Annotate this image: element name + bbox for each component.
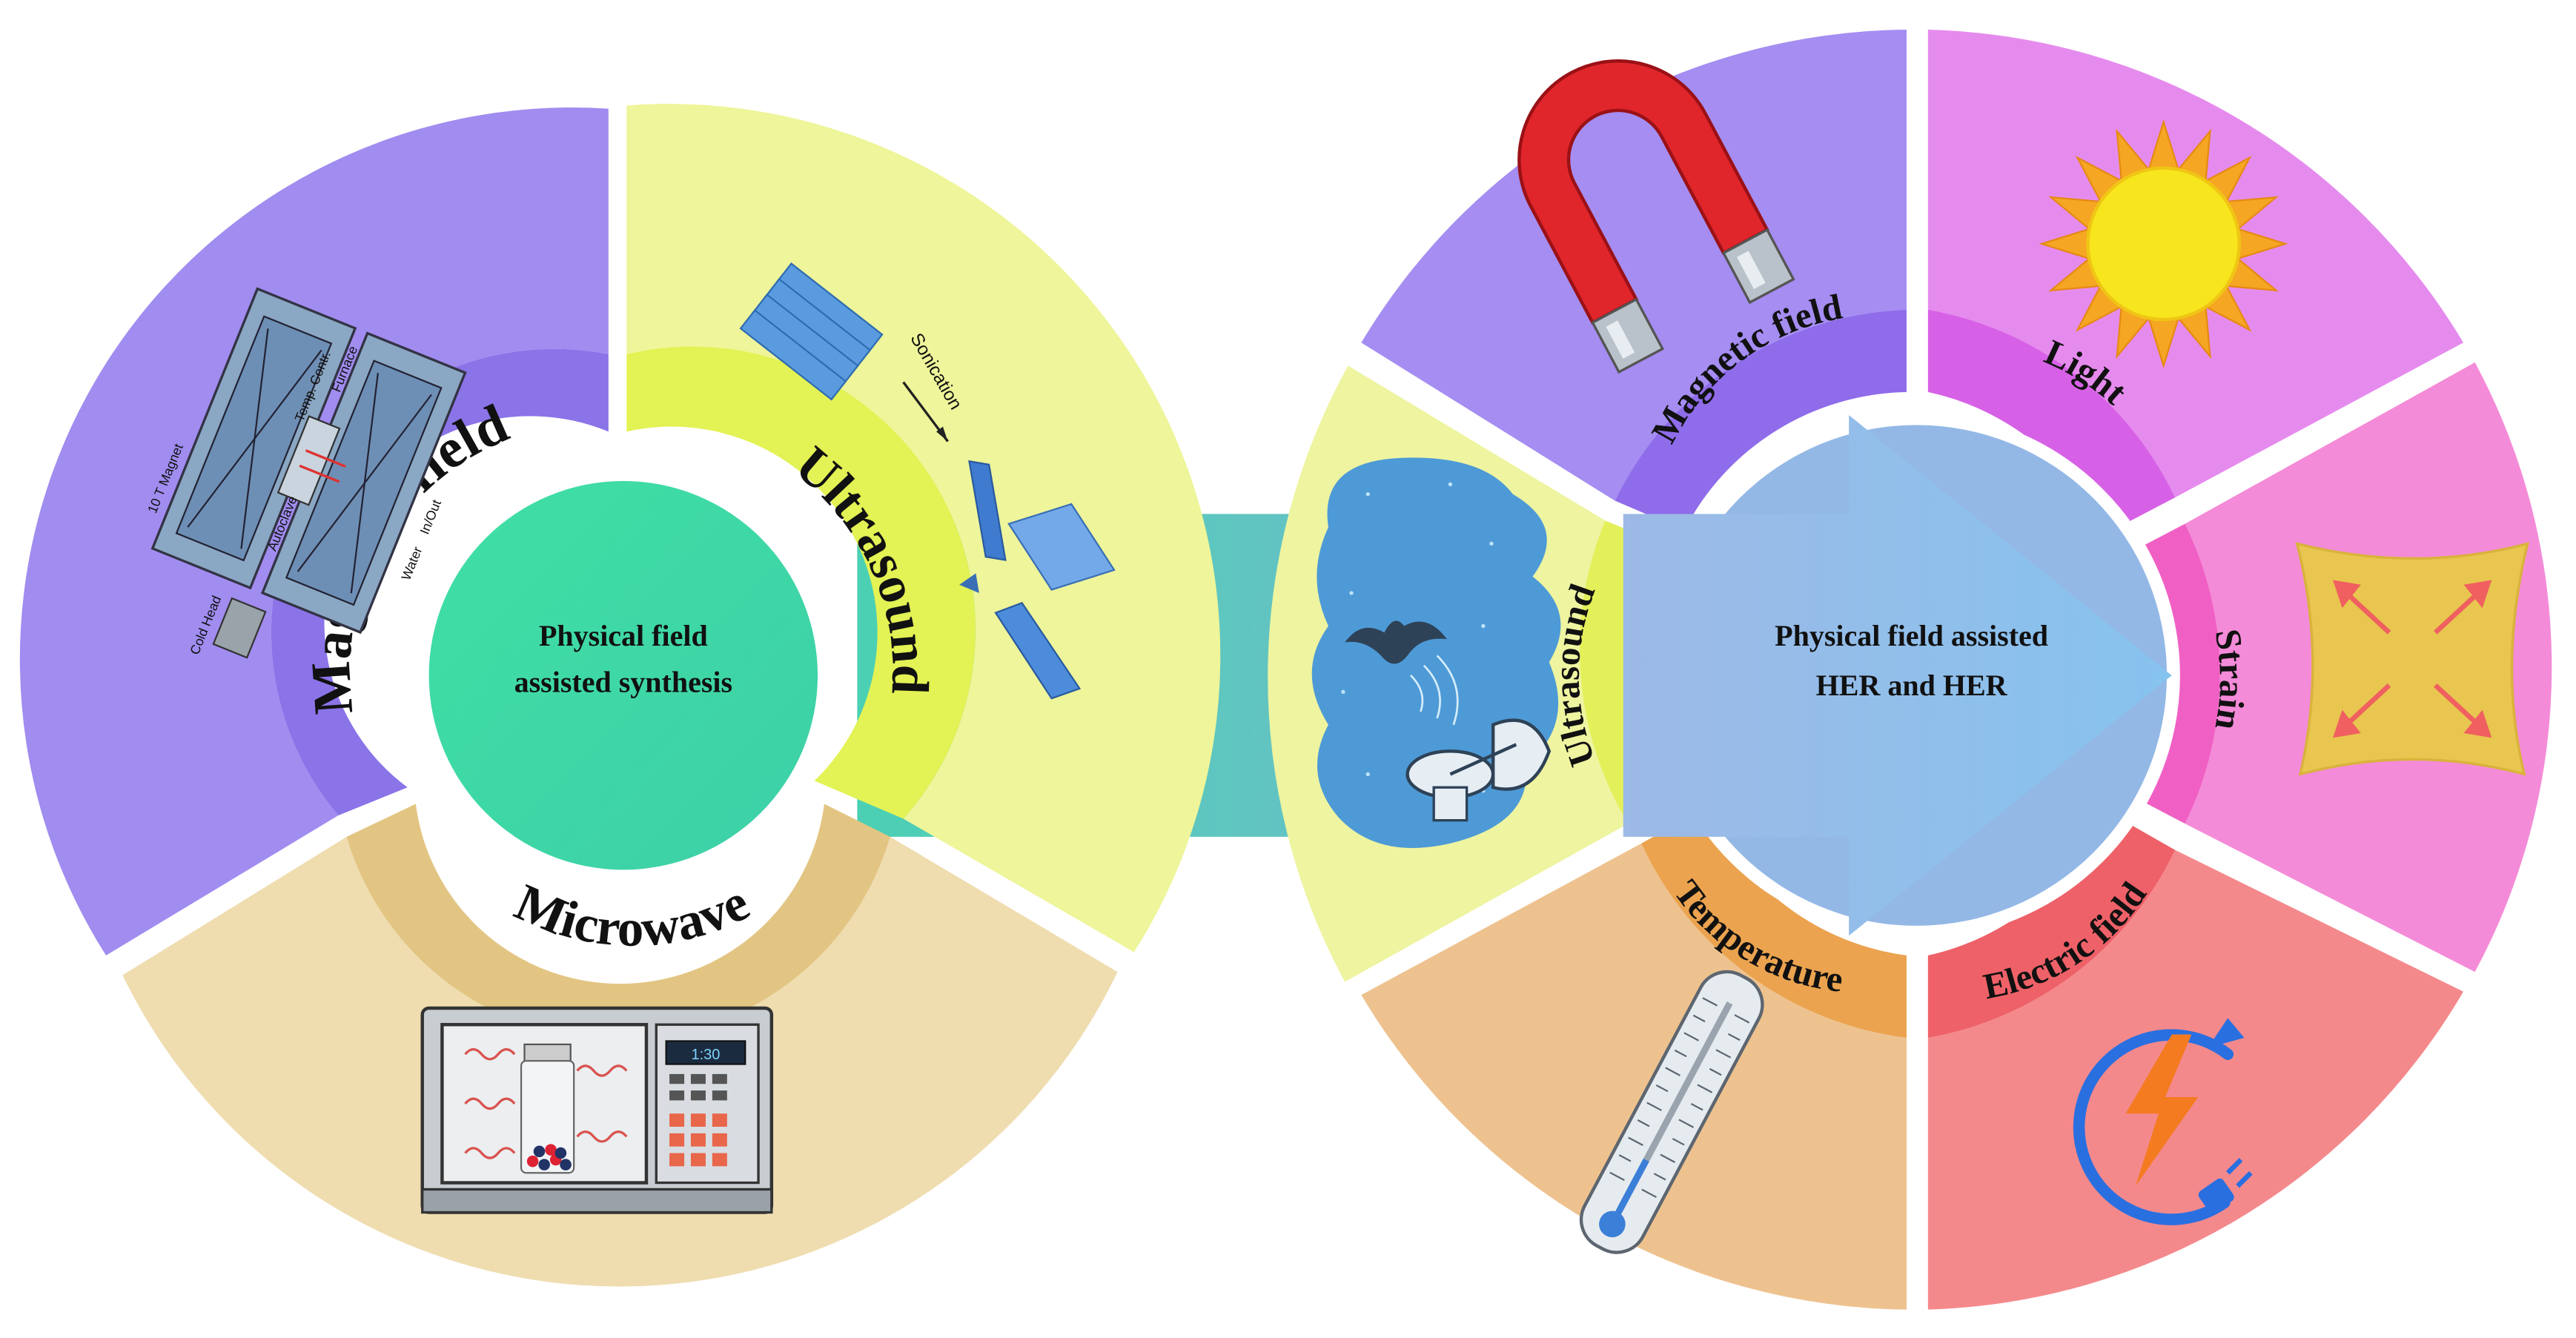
right-magnetic-band (1615, 309, 1907, 531)
left-ultrasound-band (626, 346, 976, 819)
right-temperature-sector (1361, 843, 1907, 1310)
microwave-oven-icon: 1:30 (420, 1006, 774, 1214)
horseshoe-magnet-icon (1517, 59, 1795, 374)
right-electric-band (1927, 810, 2176, 1038)
big-arrow (1623, 415, 2172, 936)
left-center-disc (428, 480, 818, 870)
right-light-band (1927, 309, 2176, 534)
apparatus-water-label: Water (398, 545, 425, 583)
lightning-plug-icon (2073, 1018, 2253, 1225)
microwave-display: 1:30 (691, 1047, 720, 1063)
right-magnetic-sector (1361, 30, 1907, 501)
left-magnetic-sector (19, 107, 609, 956)
right-wheel: Physical field assisted HER and HER Magn… (1268, 30, 2552, 1310)
left-center-title-line1: Physical field (539, 619, 708, 652)
left-microwave-band (346, 804, 890, 1041)
right-temperature-band (1641, 807, 1907, 1038)
left-microwave-label: Microwave (507, 873, 758, 958)
thermometer-icon (1579, 970, 1764, 1254)
bat-radar-icon (1311, 457, 1561, 848)
sonication-exfoliation-icon: Sonication (739, 262, 1116, 700)
right-center-title-line2: HER and HER (1816, 669, 2008, 702)
sun-icon (2039, 119, 2288, 369)
left-center-title-line2: assisted synthesis (514, 665, 733, 698)
right-center-title-line1: Physical field assisted (1775, 619, 2048, 652)
strain-arrows-icon (2295, 542, 2530, 776)
right-electric-sector (1927, 850, 2464, 1310)
left-wheel: Physical field assisted synthesis Magnet… (19, 104, 1221, 1287)
